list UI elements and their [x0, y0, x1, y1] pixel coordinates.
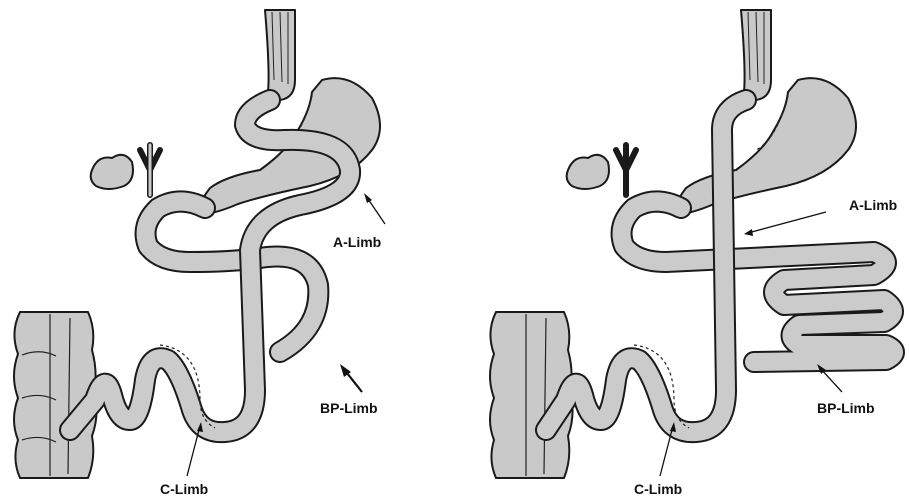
remnant-stomach-right [672, 78, 856, 214]
c-limb-label-left: C-Limb [160, 481, 208, 497]
c-limb-label-right: C-Limb [634, 481, 682, 497]
left-panel-diagram: A-Limb BP-Limb C-Limb [0, 0, 454, 499]
c-limb-arrow-left [187, 426, 200, 476]
bp-limb-label-left: BP-Limb [320, 400, 378, 416]
gallbladder-left [91, 155, 133, 189]
a-limb-arrow-right [748, 212, 826, 233]
colon-left [14, 312, 97, 478]
gallbladder-right [567, 155, 609, 189]
bp-limb-label-right: BP-Limb [817, 400, 875, 416]
right-panel-diagram: A-Limb BP-Limb C-Limb [454, 0, 909, 499]
bp-limb-tube-left [146, 202, 319, 353]
a-limb-label-left: A-Limb [333, 234, 381, 250]
a-limb-label-right: A-Limb [849, 197, 897, 213]
